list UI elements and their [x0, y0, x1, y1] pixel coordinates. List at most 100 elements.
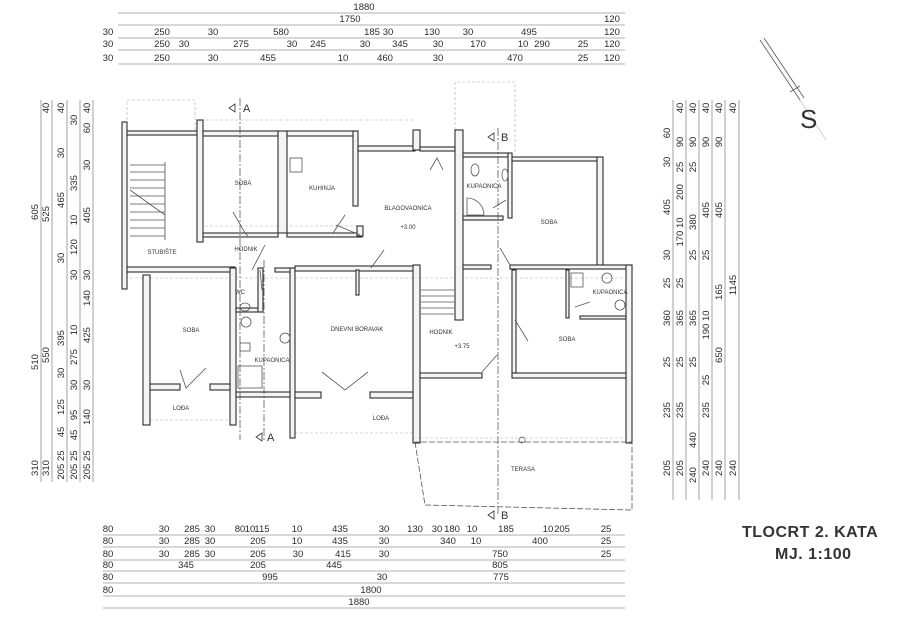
- dimension-label: 10: [245, 524, 256, 535]
- dimension-label: 235: [701, 402, 712, 418]
- dimension-label: 1880: [353, 2, 374, 13]
- dimension-label: 465: [56, 192, 67, 208]
- room-label-wc: WC: [235, 290, 246, 296]
- dimension-label: 240: [728, 460, 739, 476]
- dimension-label: 80: [235, 524, 246, 535]
- dimension-label: 30: [432, 524, 443, 535]
- dimension-label: 40: [701, 103, 712, 114]
- section-marker-a-bottom: A: [255, 432, 275, 444]
- dimension-label: 235: [675, 402, 686, 418]
- dimension-label: 25: [688, 250, 699, 261]
- dimension-label: 200: [675, 184, 686, 200]
- dimension-label: 30: [208, 53, 219, 64]
- walls: [121, 119, 633, 444]
- dimension-label: 30: [159, 524, 170, 535]
- section-marker-a-top: A: [228, 103, 251, 115]
- room-label-dining: BLAGOVAONICA: [384, 206, 431, 212]
- dimension-label: 80: [103, 549, 114, 560]
- sanitary-fixtures: [237, 157, 626, 389]
- dimension-label: 30: [383, 27, 394, 38]
- dimension-label: 445: [326, 560, 342, 571]
- room-label-living: DNEVNI BORAVAK: [331, 327, 383, 333]
- dimension-label: 435: [332, 524, 348, 535]
- dimension-label: 250: [154, 39, 170, 50]
- dimension-label: 25: [578, 39, 589, 50]
- dimension-label: 805: [492, 560, 508, 571]
- dimension-label: 405: [701, 202, 712, 218]
- room-label-bedroom-nw: SOBA: [235, 181, 252, 187]
- dimension-label: 30: [662, 250, 673, 261]
- room-label-bathroom-se: KUPAONICA: [593, 290, 628, 296]
- dimension-label: 10: [467, 524, 478, 535]
- room-label-bathroom-west: KUPAONICA: [255, 358, 290, 364]
- dimension-label: 750: [492, 549, 508, 560]
- dimension-label: 30: [379, 536, 390, 547]
- dimension-label: 10: [543, 524, 554, 535]
- room-label-kitchen: KUHINJA: [309, 186, 335, 192]
- dimension-label: 30: [82, 160, 93, 171]
- dimension-label: 30: [56, 148, 67, 159]
- section-marker-b-top: B: [487, 132, 508, 144]
- dimension-label: 120: [604, 39, 620, 50]
- dimension-label: 30: [103, 39, 114, 50]
- dimension-label: 40: [728, 103, 739, 114]
- dimension-label: 120: [69, 239, 80, 255]
- dimension-label: 240: [701, 460, 712, 476]
- dimension-label: 130: [424, 27, 440, 38]
- dimension-label: 80: [103, 572, 114, 583]
- dimension-label: 345: [392, 39, 408, 50]
- dimension-label: 425: [82, 327, 93, 343]
- doors: [179, 157, 591, 391]
- dimension-label: 165: [714, 284, 725, 300]
- dimension-label: 10: [292, 524, 303, 535]
- dimension-label: 25: [601, 549, 612, 560]
- room-labels: STUBIŠTE SOBA KUHINJA BLAGOVAONICA +3.00…: [147, 181, 627, 473]
- dimension-label: 30: [360, 39, 371, 50]
- dimension-label: 205: [250, 560, 266, 571]
- dimension-label: 205 25: [56, 450, 67, 479]
- dimension-label: 285: [184, 549, 200, 560]
- room-label-stairs: STUBIŠTE: [147, 249, 176, 256]
- room-label-bedroom-sw: SOBA: [183, 328, 200, 334]
- dimension-label: 45: [56, 427, 67, 438]
- dimension-label: 115: [254, 524, 269, 535]
- dimension-label: 185: [364, 27, 380, 38]
- level-mark-dining: +3.00: [400, 225, 416, 231]
- dimension-label: 30: [287, 39, 298, 50]
- dimension-label: 25: [688, 162, 699, 173]
- dimension-label: 1800: [360, 585, 381, 596]
- dimension-label: 240: [688, 467, 699, 483]
- dimension-label: 40: [82, 103, 93, 114]
- dimension-label: 205: [675, 460, 686, 476]
- dimension-label: 30: [205, 536, 216, 547]
- dimension-label: 10: [69, 325, 80, 336]
- dimension-label: 30: [662, 157, 673, 168]
- dimension-label: 40: [41, 103, 52, 114]
- dimension-label: 380: [688, 214, 699, 230]
- dimension-label: 580: [273, 27, 289, 38]
- dimension-label: 25: [701, 250, 712, 261]
- dimension-label: 25: [662, 278, 673, 289]
- dimension-label: 25: [675, 278, 686, 289]
- dimension-label: 80: [103, 585, 114, 596]
- dimension-label: 405: [662, 199, 673, 215]
- room-label-bathroom-ne: KUPAONICA: [467, 184, 502, 190]
- dimension-label: 80: [103, 524, 114, 535]
- dimension-label: 80: [103, 536, 114, 547]
- dimension-label: 40: [688, 103, 699, 114]
- dimension-label: 495: [521, 27, 537, 38]
- dimension-label: 25: [601, 536, 612, 547]
- dimension-label: 395: [56, 330, 67, 346]
- svg-text:B: B: [501, 132, 508, 144]
- dimension-label: 240: [714, 460, 725, 476]
- dimension-label: 30: [208, 27, 219, 38]
- dimension-label: 460: [377, 53, 393, 64]
- dimension-label: 30: [56, 253, 67, 264]
- dimension-label: 90: [701, 137, 712, 148]
- dimension-label: 605: [30, 204, 41, 220]
- dimension-label: 775: [493, 572, 509, 583]
- dimension-label: 10: [518, 39, 529, 50]
- dimension-label: 30: [159, 549, 170, 560]
- dimension-label: 185: [498, 524, 514, 535]
- svg-text:B: B: [501, 510, 508, 522]
